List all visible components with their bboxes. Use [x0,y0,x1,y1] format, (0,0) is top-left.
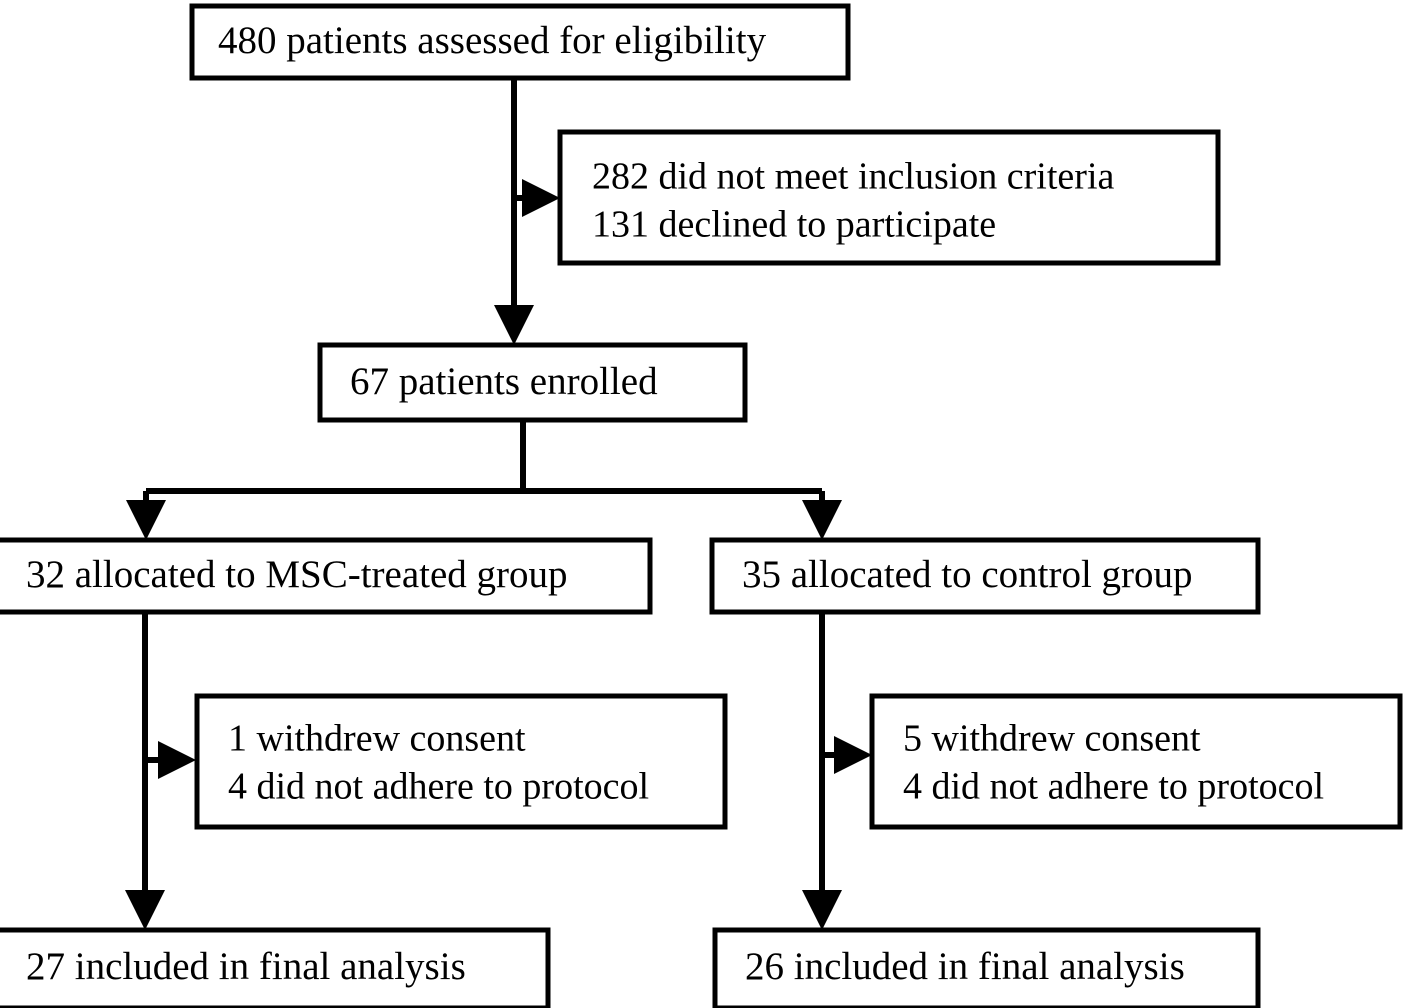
arrow-head-right-excluded [522,179,560,217]
arrow-head-right-lost-control [834,736,872,774]
connector-enrolled-split [126,420,842,540]
node-analysis-control: 26 included in final analysis [712,927,1261,1008]
node-assessed-for-eligibility: 480 patients assessed for eligibility [189,3,851,81]
node-analysis-control-line-1: 26 included in final analysis [745,945,1185,988]
node-excluded: 282 did not meet inclusion criteria 131 … [557,129,1221,266]
node-excluded-line-1: 282 did not meet inclusion criteria [592,156,1115,198]
arrow-head-down-enrolled [494,305,534,345]
connector-control-allocation-to-analysis [802,612,842,930]
node-lost-msc-line-1: 1 withdrew consent [228,718,526,760]
connector-assessed-to-excluded [514,179,560,217]
node-analysis-msc: 27 included in final analysis [0,927,551,1008]
node-enrolled-line-1: 67 patients enrolled [350,360,658,403]
node-lost-control-line-1: 5 withdrew consent [903,718,1201,760]
node-lost-control: 5 withdrew consent 4 did not adhere to p… [869,693,1403,830]
arrow-head-down-analysis-msc [125,890,165,930]
node-lost-msc-line-2: 4 did not adhere to protocol [228,766,649,808]
node-excluded-line-2: 131 declined to participate [592,204,996,246]
node-analysis-msc-line-1: 27 included in final analysis [26,945,466,988]
connector-msc-to-lost [145,741,196,779]
node-lost-msc: 1 withdrew consent 4 did not adhere to p… [194,693,728,830]
node-assessed-line-1: 480 patients assessed for eligibility [218,19,767,62]
node-allocated-control-line-1: 35 allocated to control group [742,553,1193,596]
node-allocated-msc: 32 allocated to MSC-treated group [0,537,653,615]
arrow-head-down-allocated-msc [126,500,166,540]
arrow-head-down-allocated-control [802,500,842,540]
node-lost-control-line-2: 4 did not adhere to protocol [903,766,1324,808]
arrow-head-right-lost-msc [158,741,196,779]
node-allocated-msc-line-1: 32 allocated to MSC-treated group [26,553,568,596]
node-enrolled: 67 patients enrolled [317,342,748,423]
node-allocated-control: 35 allocated to control group [709,537,1261,615]
connector-control-to-lost [822,736,872,774]
arrow-head-down-analysis-control [802,890,842,930]
